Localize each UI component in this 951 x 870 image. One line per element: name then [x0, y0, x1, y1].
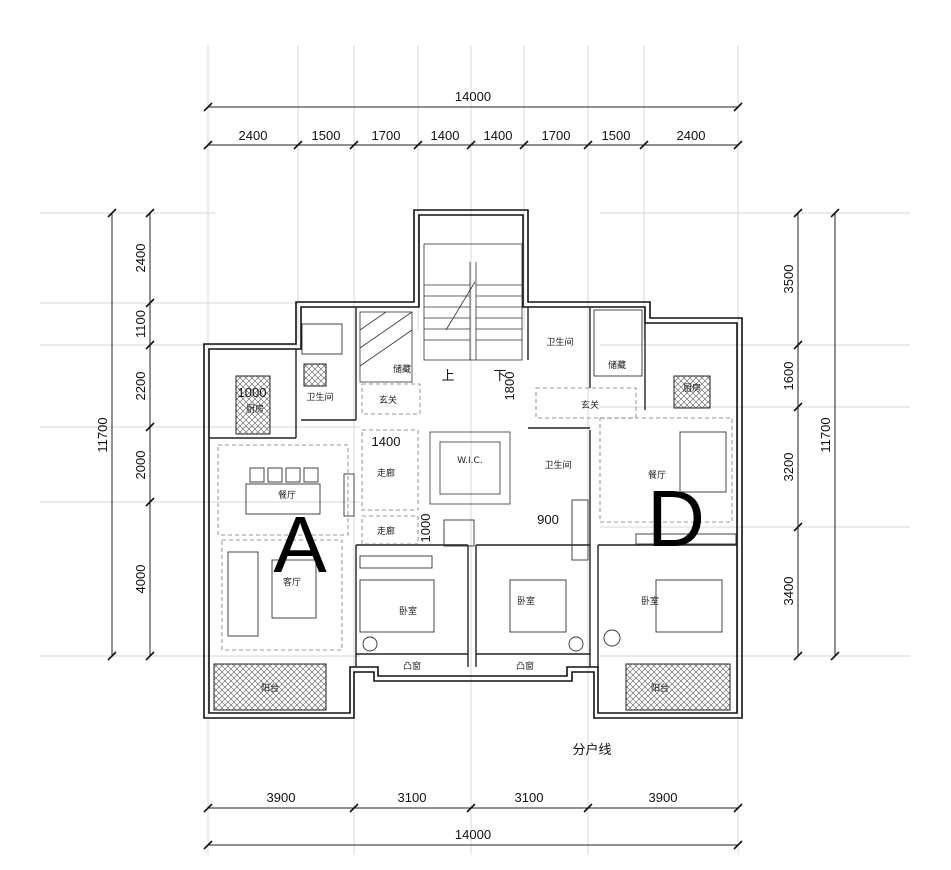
room-dining-a: 餐厅	[278, 489, 296, 501]
stair-down-label: 下	[493, 368, 506, 383]
interior-walls	[209, 307, 737, 667]
dim-top-total: 14000	[455, 89, 491, 104]
dim-top-6: 1700	[542, 128, 571, 143]
dim-top-3: 1700	[372, 128, 401, 143]
room-bedroom-d: 卧室	[641, 595, 659, 607]
dim-top-4: 1400	[431, 128, 460, 143]
room-bay-a: 凸窗	[403, 660, 421, 672]
dim-a-kitchen: 1000	[238, 385, 267, 400]
dim-bottom-1: 3900	[267, 790, 296, 805]
dim-right-2: 1600	[781, 362, 796, 391]
dim-d-bath: 900	[537, 512, 559, 527]
exterior-walls	[203, 209, 743, 719]
dim-left-total: 11700	[95, 417, 110, 452]
furniture	[227, 309, 737, 652]
dim-left-5: 4000	[133, 565, 148, 594]
unit-boundary-label: 分户线	[572, 742, 611, 758]
room-wic: W.I.C.	[457, 456, 482, 466]
dimension-ticks	[107, 102, 840, 850]
unit-a-label: A	[273, 500, 327, 589]
room-foyer-a: 玄关	[379, 394, 397, 406]
room-bath-a: 卫生间	[306, 391, 333, 403]
dim-top-7: 1500	[602, 128, 631, 143]
dim-left-2: 1100	[133, 310, 148, 338]
hatched-areas	[213, 363, 731, 711]
room-bath-d-top: 卫生间	[546, 336, 573, 348]
room-bedroom-m: 卧室	[517, 595, 535, 607]
stair-up-label: 上	[441, 368, 454, 383]
dim-right-1: 3500	[781, 265, 796, 294]
room-corridor-a2: 走廊	[377, 525, 395, 537]
dashed-zones	[217, 383, 733, 651]
dim-right-4: 3400	[781, 577, 796, 606]
room-balcony-d: 阳台	[651, 682, 669, 694]
room-foyer-d: 玄关	[581, 399, 599, 411]
dim-left-4: 2000	[133, 451, 148, 480]
dim-left-1: 2400	[133, 244, 148, 273]
dim-bottom-total: 14000	[455, 827, 491, 842]
room-kitchen-a: 厨房	[246, 403, 264, 415]
dim-right-3: 3200	[781, 453, 796, 482]
axis-grid	[40, 45, 910, 855]
dim-a-hall: 1000	[418, 514, 433, 543]
room-balcony-a: 阳台	[261, 682, 279, 694]
room-bedroom-a: 卧室	[399, 605, 417, 617]
stair-core	[359, 243, 523, 505]
room-dining-d: 餐厅	[648, 469, 666, 481]
dim-bottom-2: 3100	[398, 790, 427, 805]
dim-top-2: 1500	[312, 128, 341, 143]
dim-top-8: 2400	[677, 128, 706, 143]
room-storage-d: 储藏	[608, 359, 626, 371]
room-bay-m: 凸窗	[516, 660, 534, 672]
room-kitchen-d: 厨房	[683, 382, 701, 394]
room-living-a: 客厅	[283, 576, 301, 588]
unit-d-label: D	[647, 474, 705, 563]
dimension-lines	[111, 106, 836, 846]
room-bath-d: 卫生间	[544, 459, 571, 471]
dim-bottom-4: 3900	[649, 790, 678, 805]
dim-a-corridor: 1400	[372, 434, 401, 449]
dim-top-5: 1400	[484, 128, 513, 143]
dim-bottom-3: 3100	[515, 790, 544, 805]
room-corridor-a1: 走廊	[377, 467, 395, 479]
room-storage-a: 储藏	[393, 363, 411, 375]
dim-left-3: 2200	[133, 372, 148, 401]
dim-d-stair: 1800	[502, 372, 517, 401]
dim-right-total: 11700	[818, 417, 833, 452]
dim-top-1: 2400	[239, 128, 268, 143]
